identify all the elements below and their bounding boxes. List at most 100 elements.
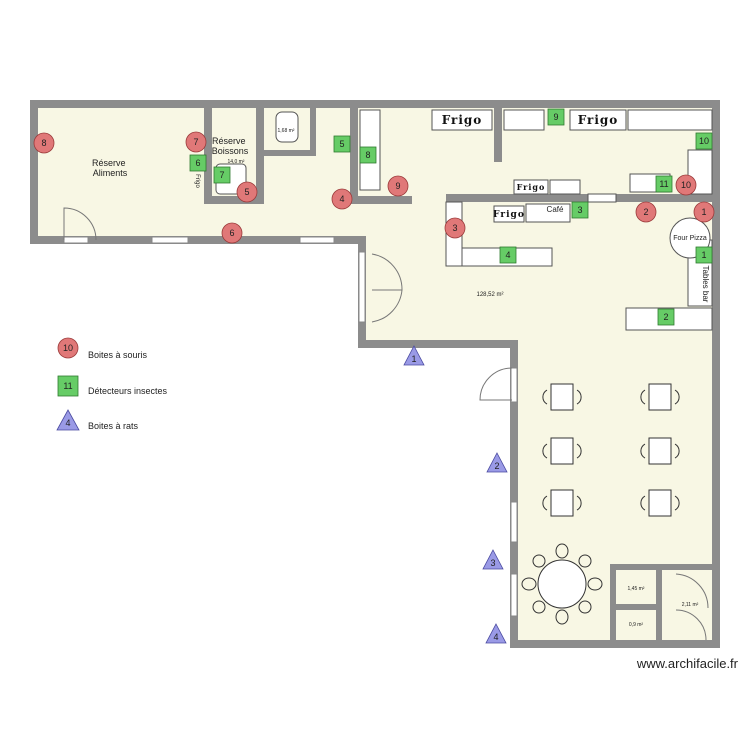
mouse-box-marker: 2 (635, 201, 657, 223)
rat-box-markers: 1 2 3 4 (403, 345, 508, 644)
legend: 10 Boites à souris 11 Détecteurs insecte… (56, 337, 168, 431)
insect-detector-icon (359, 146, 377, 164)
insect-detector-marker: 2 (657, 308, 675, 326)
mouse-box-icon (444, 217, 466, 239)
mouse-box-number: 2 (643, 207, 648, 217)
rat-box-marker: 1 (403, 345, 425, 366)
mouse-box-marker: 7 (185, 131, 207, 153)
mouse-box-marker: 8 (33, 132, 55, 154)
rat-box-icon (485, 623, 507, 644)
rat-box-marker: 2 (486, 452, 508, 473)
mouse-box-icon (635, 201, 657, 223)
insect-detector-number: 11 (659, 179, 668, 189)
insect-detector-number: 6 (195, 158, 200, 168)
insect-detector-number: 8 (365, 150, 370, 160)
mouse-box-icon (236, 181, 258, 203)
mouse-box-number: 3 (452, 223, 457, 233)
legend-mouse-icon (57, 337, 79, 359)
insect-detector-marker: 8 (359, 146, 377, 164)
insect-detector-icon (695, 246, 713, 264)
mouse-box-number: 5 (244, 187, 249, 197)
insect-detector-number: 4 (505, 250, 510, 260)
insect-detector-number: 2 (663, 312, 668, 322)
insect-detector-icon (333, 135, 351, 153)
legend-mouse-label: Boites à souris (88, 350, 148, 360)
rat-box-icon (403, 345, 425, 366)
mouse-box-marker: 9 (387, 175, 409, 197)
insect-detector-marker: 10 (695, 132, 713, 150)
mouse-box-marker: 6 (221, 222, 243, 244)
wc-a-area: 1,45 m² (628, 586, 645, 592)
mouse-box-icon (331, 188, 353, 210)
wc-top-area: 1,68 m² (278, 128, 295, 134)
mouse-box-marker: 5 (236, 181, 258, 203)
insect-detector-marker: 1 (695, 246, 713, 264)
rat-box-number: 1 (411, 354, 416, 364)
legend-rat-icon (56, 409, 80, 431)
boissons-area: 14,0 m² (228, 159, 245, 165)
insect-detector-marker: 11 (655, 175, 673, 193)
mouse-box-number: 1 (701, 207, 706, 217)
insect-detector-icon (695, 132, 713, 150)
reserve-boissons-label: Réserve Boissons (212, 136, 249, 156)
legend-insect-number: 11 (63, 381, 72, 391)
insect-detector-number: 1 (701, 250, 706, 260)
mouse-box-icon (221, 222, 243, 244)
frigo-label-1: Frigo (442, 113, 483, 127)
main-area: 128,52 m² (476, 292, 503, 298)
mouse-box-marker: 4 (331, 188, 353, 210)
insect-detector-number: 5 (339, 139, 344, 149)
mouse-box-icon (675, 174, 697, 196)
rat-box-marker: 3 (482, 549, 504, 570)
tables-bar-label: Tables bar (701, 266, 710, 303)
dining-tables (537, 383, 672, 609)
mouse-box-number: 10 (681, 180, 691, 190)
mouse-box-number: 9 (395, 181, 400, 191)
insect-detector-marker: 7 (213, 166, 231, 184)
insect-detector-icon (213, 166, 231, 184)
wc-b-area: 0,9 m² (629, 622, 644, 628)
frigo-label-3: Frigo (517, 182, 546, 192)
four-pizza-label: Four Pizza (673, 235, 707, 242)
rat-box-icon (482, 549, 504, 570)
rat-box-number: 4 (493, 632, 498, 642)
frigo-label-2: Frigo (578, 113, 619, 127)
mouse-box-marker: 1 (693, 201, 715, 223)
wc-bottom-area: 2,11 m² (682, 602, 699, 608)
mouse-box-marker: 3 (444, 217, 466, 239)
insect-detector-icon (657, 308, 675, 326)
room-labels: Réserve Aliments Réserve Boissons 14,0 m… (92, 128, 699, 628)
mouse-box-number: 7 (193, 137, 198, 147)
insect-detector-marker: 9 (547, 108, 565, 126)
mouse-box-markers: 1 2 3 4 5 6 7 8 9 10 (33, 131, 715, 244)
rat-box-marker: 4 (485, 623, 507, 644)
insect-detector-number: 9 (553, 112, 558, 122)
mouse-box-icon (387, 175, 409, 197)
rat-box-icon (486, 452, 508, 473)
mouse-box-icon (33, 132, 55, 154)
rat-box-number: 3 (490, 558, 495, 568)
reserve-aliments-label: Réserve Aliments (92, 158, 128, 178)
door-swings (63, 207, 709, 641)
mouse-box-number: 4 (339, 194, 344, 204)
legend-insect-label: Détecteurs insectes (88, 386, 168, 396)
insect-detector-icon (655, 175, 673, 193)
insect-detector-icon (189, 154, 207, 172)
insect-detector-number: 7 (219, 170, 224, 180)
mouse-box-icon (693, 201, 715, 223)
insect-detector-marker: 3 (571, 201, 589, 219)
legend-mouse-number: 10 (63, 343, 73, 353)
mouse-box-icon (185, 131, 207, 153)
legend-rat-number: 4 (65, 418, 70, 428)
insect-detector-number: 10 (699, 136, 709, 146)
rat-box-number: 2 (494, 461, 499, 471)
fixture-labels: Frigo Frigo Frigo Frigo Café Four Pizza … (194, 109, 710, 303)
legend-insect-icon (57, 375, 79, 397)
insect-detector-marker: 6 (189, 154, 207, 172)
legend-rat-label: Boites à rats (88, 421, 139, 431)
mouse-box-number: 6 (229, 228, 234, 238)
openings (63, 236, 518, 617)
mouse-box-marker: 10 (675, 174, 697, 196)
mouse-box-number: 8 (41, 138, 46, 148)
